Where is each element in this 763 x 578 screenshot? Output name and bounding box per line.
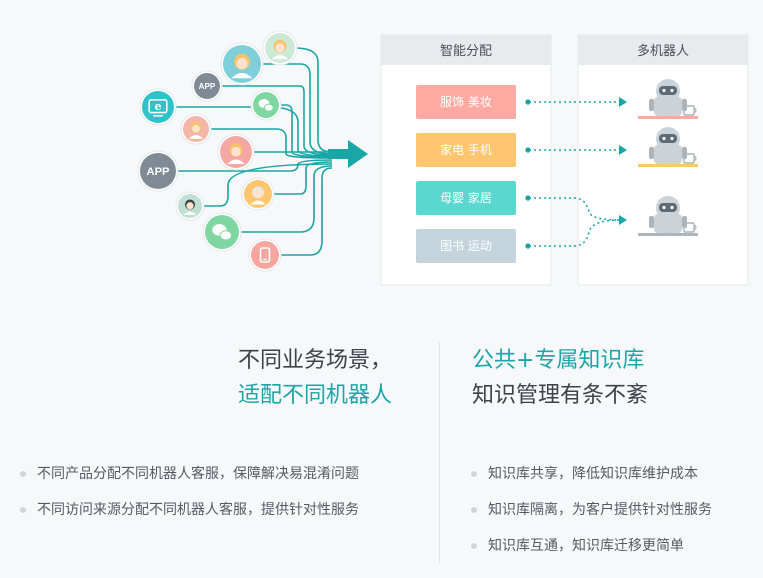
- app-label: APP: [146, 166, 170, 178]
- section-divider: [439, 342, 440, 564]
- right-bullet-list: 知识库共享，降低知识库维护成本 知识库隔离，为客户提供针对性服务 知识库互通，知…: [471, 464, 712, 572]
- connector-markers: [525, 97, 627, 249]
- smart-allocation-title: 智能分配: [440, 44, 492, 59]
- left-heading-line1: 不同业务场景，: [238, 348, 393, 373]
- routing-arrow: [328, 140, 368, 168]
- robot-icon: [638, 127, 698, 167]
- category-1: 服饰 美妆: [416, 85, 516, 119]
- right-bullet-item: 知识库共享，降低知识库维护成本: [471, 464, 712, 500]
- woman-avatar-icon: [262, 30, 298, 66]
- source-line-1: [294, 47, 333, 153]
- app-label: APP: [199, 82, 216, 91]
- app-badge-icon: APP: [191, 70, 223, 102]
- source-line-3: [220, 85, 333, 156]
- woman-avatar-icon: [180, 113, 212, 145]
- category-label: 服饰 美妆: [440, 95, 492, 109]
- right-bullet-item: 知识库互通，知识库迁移更简单: [471, 536, 712, 572]
- right-heading-line1: 公共+专属知识库: [472, 348, 645, 373]
- multi-robot-panel: 多机器人: [577, 34, 749, 286]
- connector-3: [529, 197, 621, 221]
- right-heading-line2: 知识管理有条不紊: [472, 383, 649, 408]
- robot-icon: [638, 196, 698, 236]
- source-line-5: [279, 104, 333, 158]
- robot-icon: [638, 79, 698, 119]
- category-label: 母婴 家居: [440, 190, 492, 205]
- app-badge-icon: APP: [137, 150, 179, 192]
- svg-text:e: e: [154, 99, 161, 113]
- source-line-10: [202, 163, 333, 207]
- source-line-12: [279, 167, 333, 256]
- left-bullet-item: 不同产品分配不同机器人客服，保障解决易混淆问题: [20, 464, 359, 500]
- left-heading-line2: 适配不同机器人: [238, 383, 393, 408]
- old-man-avatar-icon: [241, 177, 275, 211]
- left-bullet-item: 不同访问来源分配不同机器人客服，提供针对性服务: [20, 500, 359, 536]
- mobile-phone-icon: [248, 238, 282, 272]
- right-bullet-item: 知识库隔离，为客户提供针对性服务: [471, 500, 712, 536]
- woman-avatar-icon: [217, 133, 255, 171]
- ie-browser-icon: e: [139, 88, 177, 126]
- category-label: 图书 运动: [440, 239, 492, 253]
- routing-connectors: [529, 101, 621, 247]
- multi-robot-title: 多机器人: [637, 43, 689, 59]
- woman-avatar-icon: [220, 42, 264, 86]
- source-line-6: [209, 128, 333, 159]
- category-label: 家电 手机: [440, 142, 492, 157]
- wechat-icon: [250, 89, 282, 121]
- left-bullet-list: 不同产品分配不同机器人客服，保障解决易混淆问题 不同访问来源分配不同机器人客服，…: [20, 464, 359, 536]
- category-2: 家电 手机: [416, 133, 516, 167]
- man-avatar-icon: [175, 191, 205, 221]
- category-4: 图书 运动: [416, 229, 516, 263]
- category-3: 母婴 家居: [416, 181, 516, 215]
- wechat-icon: [202, 212, 242, 252]
- source-line-9: [272, 161, 333, 195]
- source-line-11: [239, 165, 333, 233]
